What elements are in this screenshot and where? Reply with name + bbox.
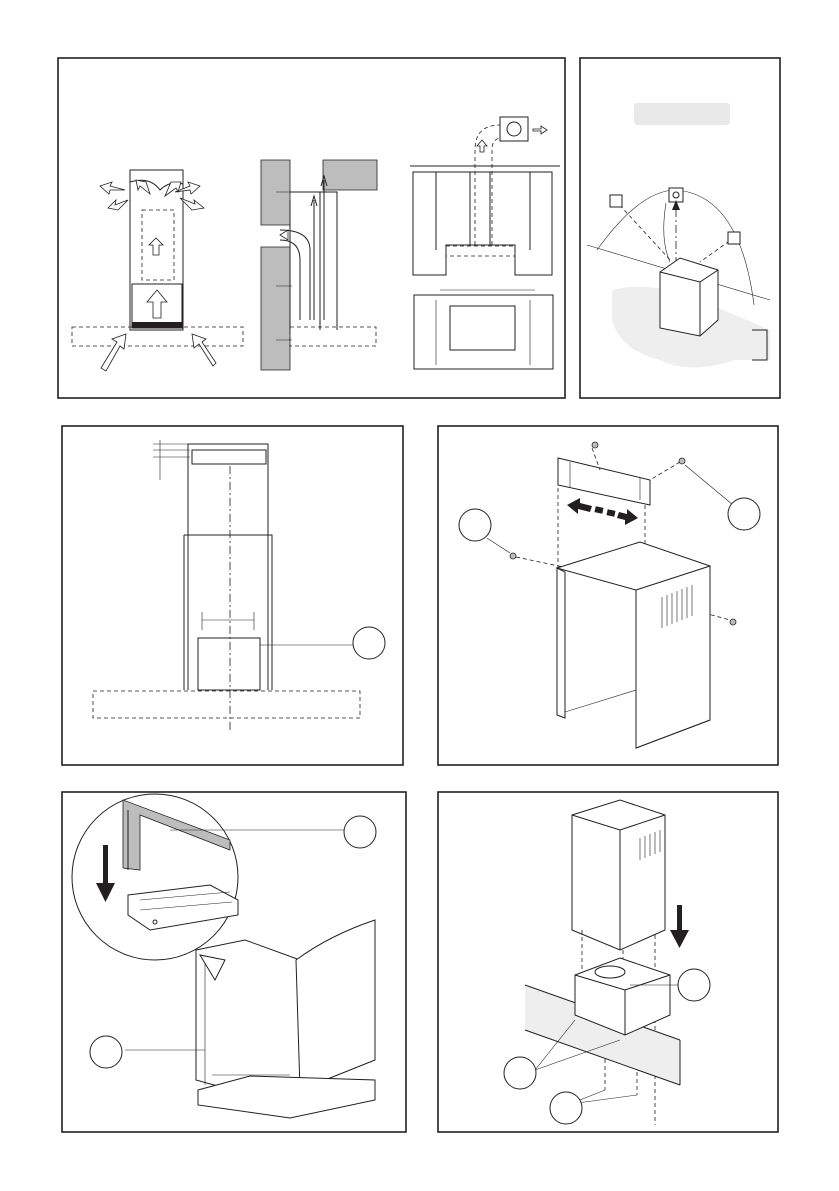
hood-unit-icon <box>660 258 718 336</box>
panel-chimney-mounting <box>438 792 778 1132</box>
panel-chimney-dimensions <box>62 426 403 765</box>
reference-circle-icon <box>550 1092 582 1124</box>
chimney-icon <box>557 542 710 748</box>
reference-circle-icon <box>459 509 491 541</box>
reference-circle-icon <box>90 1036 122 1068</box>
bracket-icon <box>558 458 650 505</box>
panel-chimney-assembly-detail <box>62 792 406 1132</box>
reference-circle-icon <box>504 1057 536 1089</box>
reference-circle-icon <box>353 627 385 659</box>
panel-electrical-connection <box>580 58 780 398</box>
reference-circle-icon <box>678 969 710 1001</box>
panel-airflow-modes <box>58 58 565 398</box>
reference-circle-icon <box>344 816 376 848</box>
panel-frame <box>62 426 403 765</box>
label-box <box>634 103 730 125</box>
external-motor-icon <box>410 117 560 369</box>
double-arrow-icon <box>567 498 638 525</box>
wall-duct-icon <box>261 160 377 370</box>
chimney-icon <box>196 920 375 1118</box>
down-arrow-icon <box>670 905 689 948</box>
panel-bracket-fixing <box>438 426 778 765</box>
recirculation-icon <box>72 170 243 371</box>
reference-circle-icon <box>728 498 760 530</box>
chimney-icon <box>572 800 665 950</box>
